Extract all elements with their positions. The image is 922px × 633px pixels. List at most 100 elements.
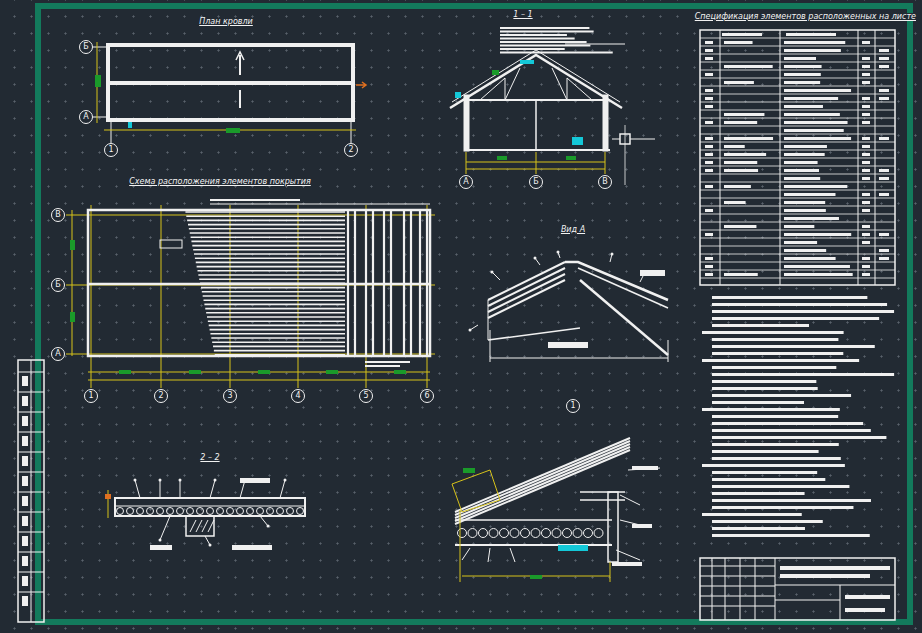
drawing-rect bbox=[862, 113, 870, 116]
drawing-line bbox=[201, 287, 345, 289]
drawing-line bbox=[700, 94, 895, 95]
drawing-rect bbox=[705, 257, 713, 260]
drawing-line bbox=[18, 512, 44, 513]
drawing-rect bbox=[845, 608, 885, 612]
drawing-line bbox=[700, 230, 895, 231]
drawing-rect bbox=[784, 169, 819, 172]
drawing-line bbox=[383, 210, 385, 356]
drawing-rect bbox=[38, 6, 910, 622]
panel-void bbox=[187, 508, 194, 515]
drawing-rect bbox=[705, 49, 713, 52]
drawing-rect bbox=[879, 193, 889, 196]
drawing-rect bbox=[879, 57, 889, 60]
drawing-line bbox=[500, 52, 613, 54]
drawing-path bbox=[455, 447, 630, 521]
drawing-line bbox=[700, 222, 895, 223]
panel-void bbox=[594, 529, 603, 538]
drawing-rect bbox=[705, 209, 713, 212]
panel-void bbox=[521, 529, 530, 538]
drawing-path bbox=[452, 50, 620, 102]
drawing-line bbox=[466, 152, 467, 174]
leader-dot bbox=[284, 479, 287, 482]
drawing-rect bbox=[862, 161, 870, 164]
drawing-line bbox=[455, 519, 612, 521]
drawing-rect bbox=[105, 494, 111, 499]
drawing-line bbox=[427, 205, 428, 388]
drawing-rect bbox=[862, 153, 870, 156]
drawing-rect bbox=[700, 558, 895, 620]
drawing-path bbox=[578, 268, 668, 308]
drawing-rect bbox=[724, 145, 745, 148]
drawing-rect bbox=[22, 376, 28, 386]
drawing-line bbox=[403, 210, 405, 356]
drawing-line bbox=[500, 31, 594, 33]
drawing-line bbox=[18, 492, 44, 493]
drawing-line bbox=[700, 198, 895, 199]
drawing-rect bbox=[702, 408, 840, 411]
axis-bubble: А bbox=[79, 110, 93, 124]
drawing-line bbox=[214, 350, 345, 352]
drawing-rect bbox=[712, 527, 805, 530]
drawing-line bbox=[700, 246, 895, 247]
drawing-rect bbox=[702, 331, 844, 334]
panel-void bbox=[267, 508, 274, 515]
eave-detail bbox=[452, 438, 660, 582]
drawing-line bbox=[88, 380, 430, 381]
drawing-path bbox=[455, 438, 630, 512]
drawing-line bbox=[18, 472, 44, 473]
drawing-rect bbox=[326, 370, 338, 374]
drawing-rect bbox=[705, 89, 713, 92]
axis-bubble: Б bbox=[51, 278, 65, 292]
drawing-rect bbox=[603, 95, 608, 151]
axis-label: 4 bbox=[295, 392, 300, 400]
axis-label: 1 bbox=[108, 146, 113, 154]
drawing-line bbox=[410, 210, 412, 356]
drawing-rect bbox=[705, 153, 713, 156]
drawing-rect bbox=[784, 177, 820, 180]
drawing-rect bbox=[22, 556, 28, 566]
drawing-rect bbox=[705, 137, 713, 140]
panel-void bbox=[531, 529, 540, 538]
drawing-rect bbox=[784, 89, 851, 92]
drawing-rect bbox=[705, 145, 713, 148]
axis-bubble: В bbox=[51, 208, 65, 222]
drawing-rect bbox=[712, 478, 825, 481]
drawing-rect bbox=[22, 536, 28, 546]
drawing-rect bbox=[879, 97, 889, 100]
drawing-line bbox=[365, 361, 410, 363]
drawing-rect bbox=[862, 97, 870, 100]
drawing-rect bbox=[784, 113, 840, 116]
drawing-rect bbox=[608, 492, 618, 562]
drawing-line bbox=[18, 532, 44, 533]
drawing-rect bbox=[232, 545, 272, 550]
drawing-line bbox=[500, 27, 589, 29]
drawing-rect bbox=[784, 81, 820, 84]
drawing-line bbox=[18, 412, 44, 413]
drawing-rect bbox=[705, 73, 713, 76]
drawing-line bbox=[700, 86, 895, 87]
drawing-line bbox=[462, 548, 470, 560]
drawing-path bbox=[455, 441, 630, 515]
drawing-line bbox=[205, 308, 345, 310]
drawing-line bbox=[700, 278, 895, 279]
drawing-rect bbox=[879, 257, 889, 260]
drawing-line bbox=[88, 283, 430, 286]
drawing-line bbox=[205, 536, 210, 545]
drawing-rect bbox=[189, 370, 201, 374]
panel-void bbox=[197, 508, 204, 515]
drawing-line bbox=[700, 78, 895, 79]
drawing-rect bbox=[784, 201, 825, 204]
drawing-line bbox=[188, 224, 345, 226]
panel-void bbox=[257, 508, 264, 515]
leader-dot bbox=[159, 479, 162, 482]
drawing-line bbox=[700, 142, 895, 143]
drawing-line bbox=[66, 354, 435, 355]
drawing-rect bbox=[724, 137, 773, 140]
drawing-rect bbox=[862, 265, 870, 268]
drawing-rect bbox=[22, 596, 28, 606]
drawing-rect bbox=[108, 45, 353, 120]
drawing-rect bbox=[784, 129, 844, 132]
drawing-line bbox=[700, 54, 895, 55]
axis-label: 2 bbox=[158, 392, 163, 400]
drawing-path bbox=[455, 450, 630, 524]
